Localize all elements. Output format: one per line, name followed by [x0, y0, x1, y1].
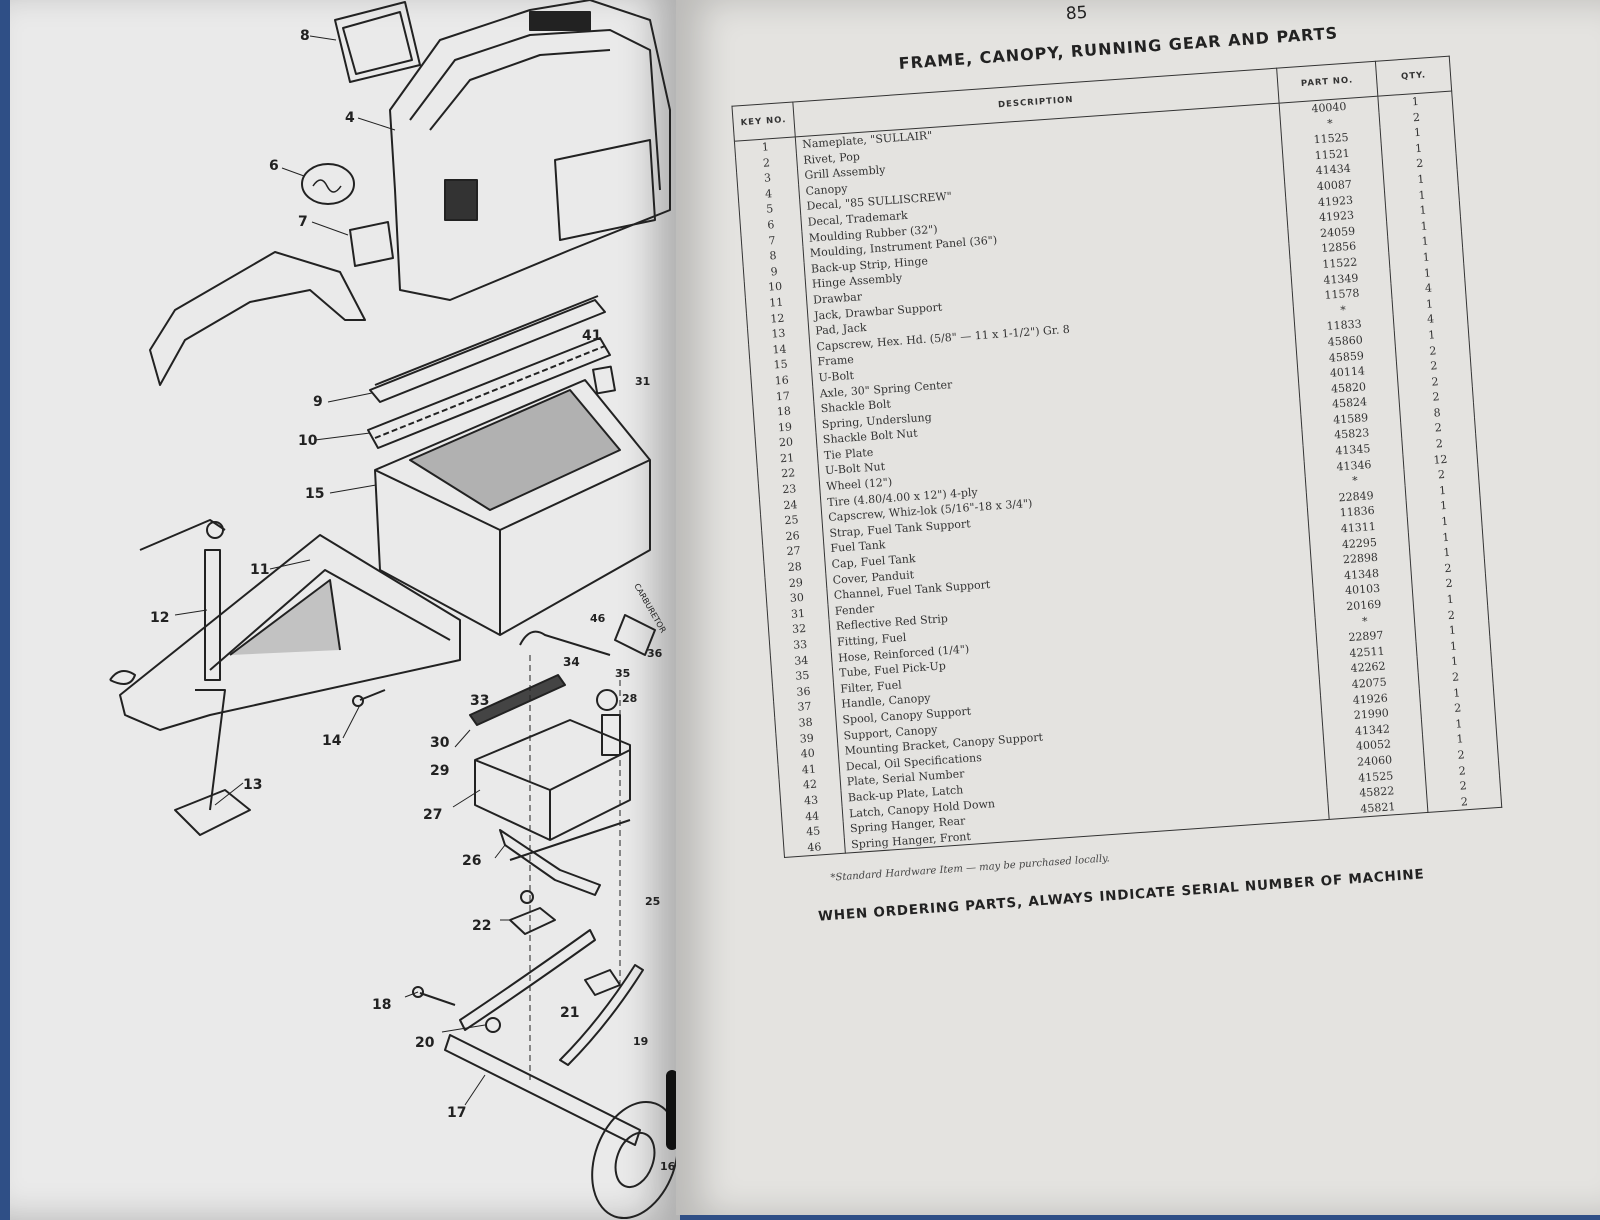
jack-pad-drawing — [174, 789, 251, 836]
axle-drawing — [444, 1034, 641, 1146]
callout-29: 29 — [430, 763, 450, 779]
callout-9: 9 — [313, 394, 323, 410]
fender-drawing — [149, 251, 366, 386]
drawbar-jack-drawing — [204, 549, 221, 681]
callout-35: 35 — [615, 667, 631, 680]
callout-30: 30 — [430, 735, 450, 751]
callout-28: 28 — [622, 692, 638, 705]
spring-drawing — [459, 929, 596, 1031]
fuel-tank-drawing — [474, 719, 631, 841]
parts-list-page: 85 FRAME, CANOPY, RUNNING GEAR AND PARTS… — [676, 0, 1600, 1215]
callout-16: 16 — [660, 1160, 676, 1173]
callout-41: 41 — [582, 328, 602, 344]
callout-21: 21 — [560, 1005, 580, 1021]
callout-8: 8 — [300, 28, 310, 44]
callout-26: 26 — [462, 853, 482, 869]
callout-14: 14 — [322, 733, 342, 749]
callout-22: 22 — [472, 918, 492, 934]
callout-19: 19 — [633, 1035, 649, 1048]
callout-15: 15 — [305, 486, 325, 502]
callout-34: 34 — [563, 655, 580, 669]
footnote: *Standard Hardware Item — may be purchas… — [830, 853, 1110, 884]
binding-clip — [666, 1070, 678, 1150]
frame-drawing — [374, 379, 651, 636]
exploded-parts-diagram — [109, 0, 679, 1220]
callout-17: 17 — [447, 1105, 467, 1121]
key-no-cell: 46 — [783, 837, 846, 858]
callout-33: 33 — [470, 693, 490, 709]
callout-20: 20 — [415, 1035, 435, 1051]
callout-12: 12 — [150, 610, 170, 626]
callout-27: 27 — [423, 807, 443, 823]
callout-6: 6 — [269, 158, 279, 174]
callout-11: 11 — [250, 562, 270, 578]
grill-assembly-drawing — [334, 1, 421, 83]
callout-46: 46 — [590, 612, 606, 625]
header-key-no: KEY NO. — [731, 102, 796, 142]
callout-36: 36 — [647, 647, 663, 660]
drawbar-drawing — [119, 534, 461, 731]
diagram-page: 8 4 6 7 41 31 9 10 15 11 12 46 34 35 36 … — [10, 0, 680, 1220]
callout-18: 18 — [372, 997, 392, 1013]
callout-10: 10 — [298, 433, 318, 449]
header-qty: QTY. — [1375, 56, 1452, 97]
wheel-drawing — [591, 1100, 679, 1220]
callout-25: 25 — [645, 895, 661, 908]
trademark-decal-drawing — [301, 163, 355, 205]
callout-7: 7 — [298, 214, 308, 230]
callout-31: 31 — [635, 375, 651, 388]
callout-13: 13 — [243, 777, 263, 793]
page-number: 85 — [1065, 2, 1089, 25]
canopy-drawing — [389, 0, 671, 301]
callout-4: 4 — [345, 110, 355, 126]
